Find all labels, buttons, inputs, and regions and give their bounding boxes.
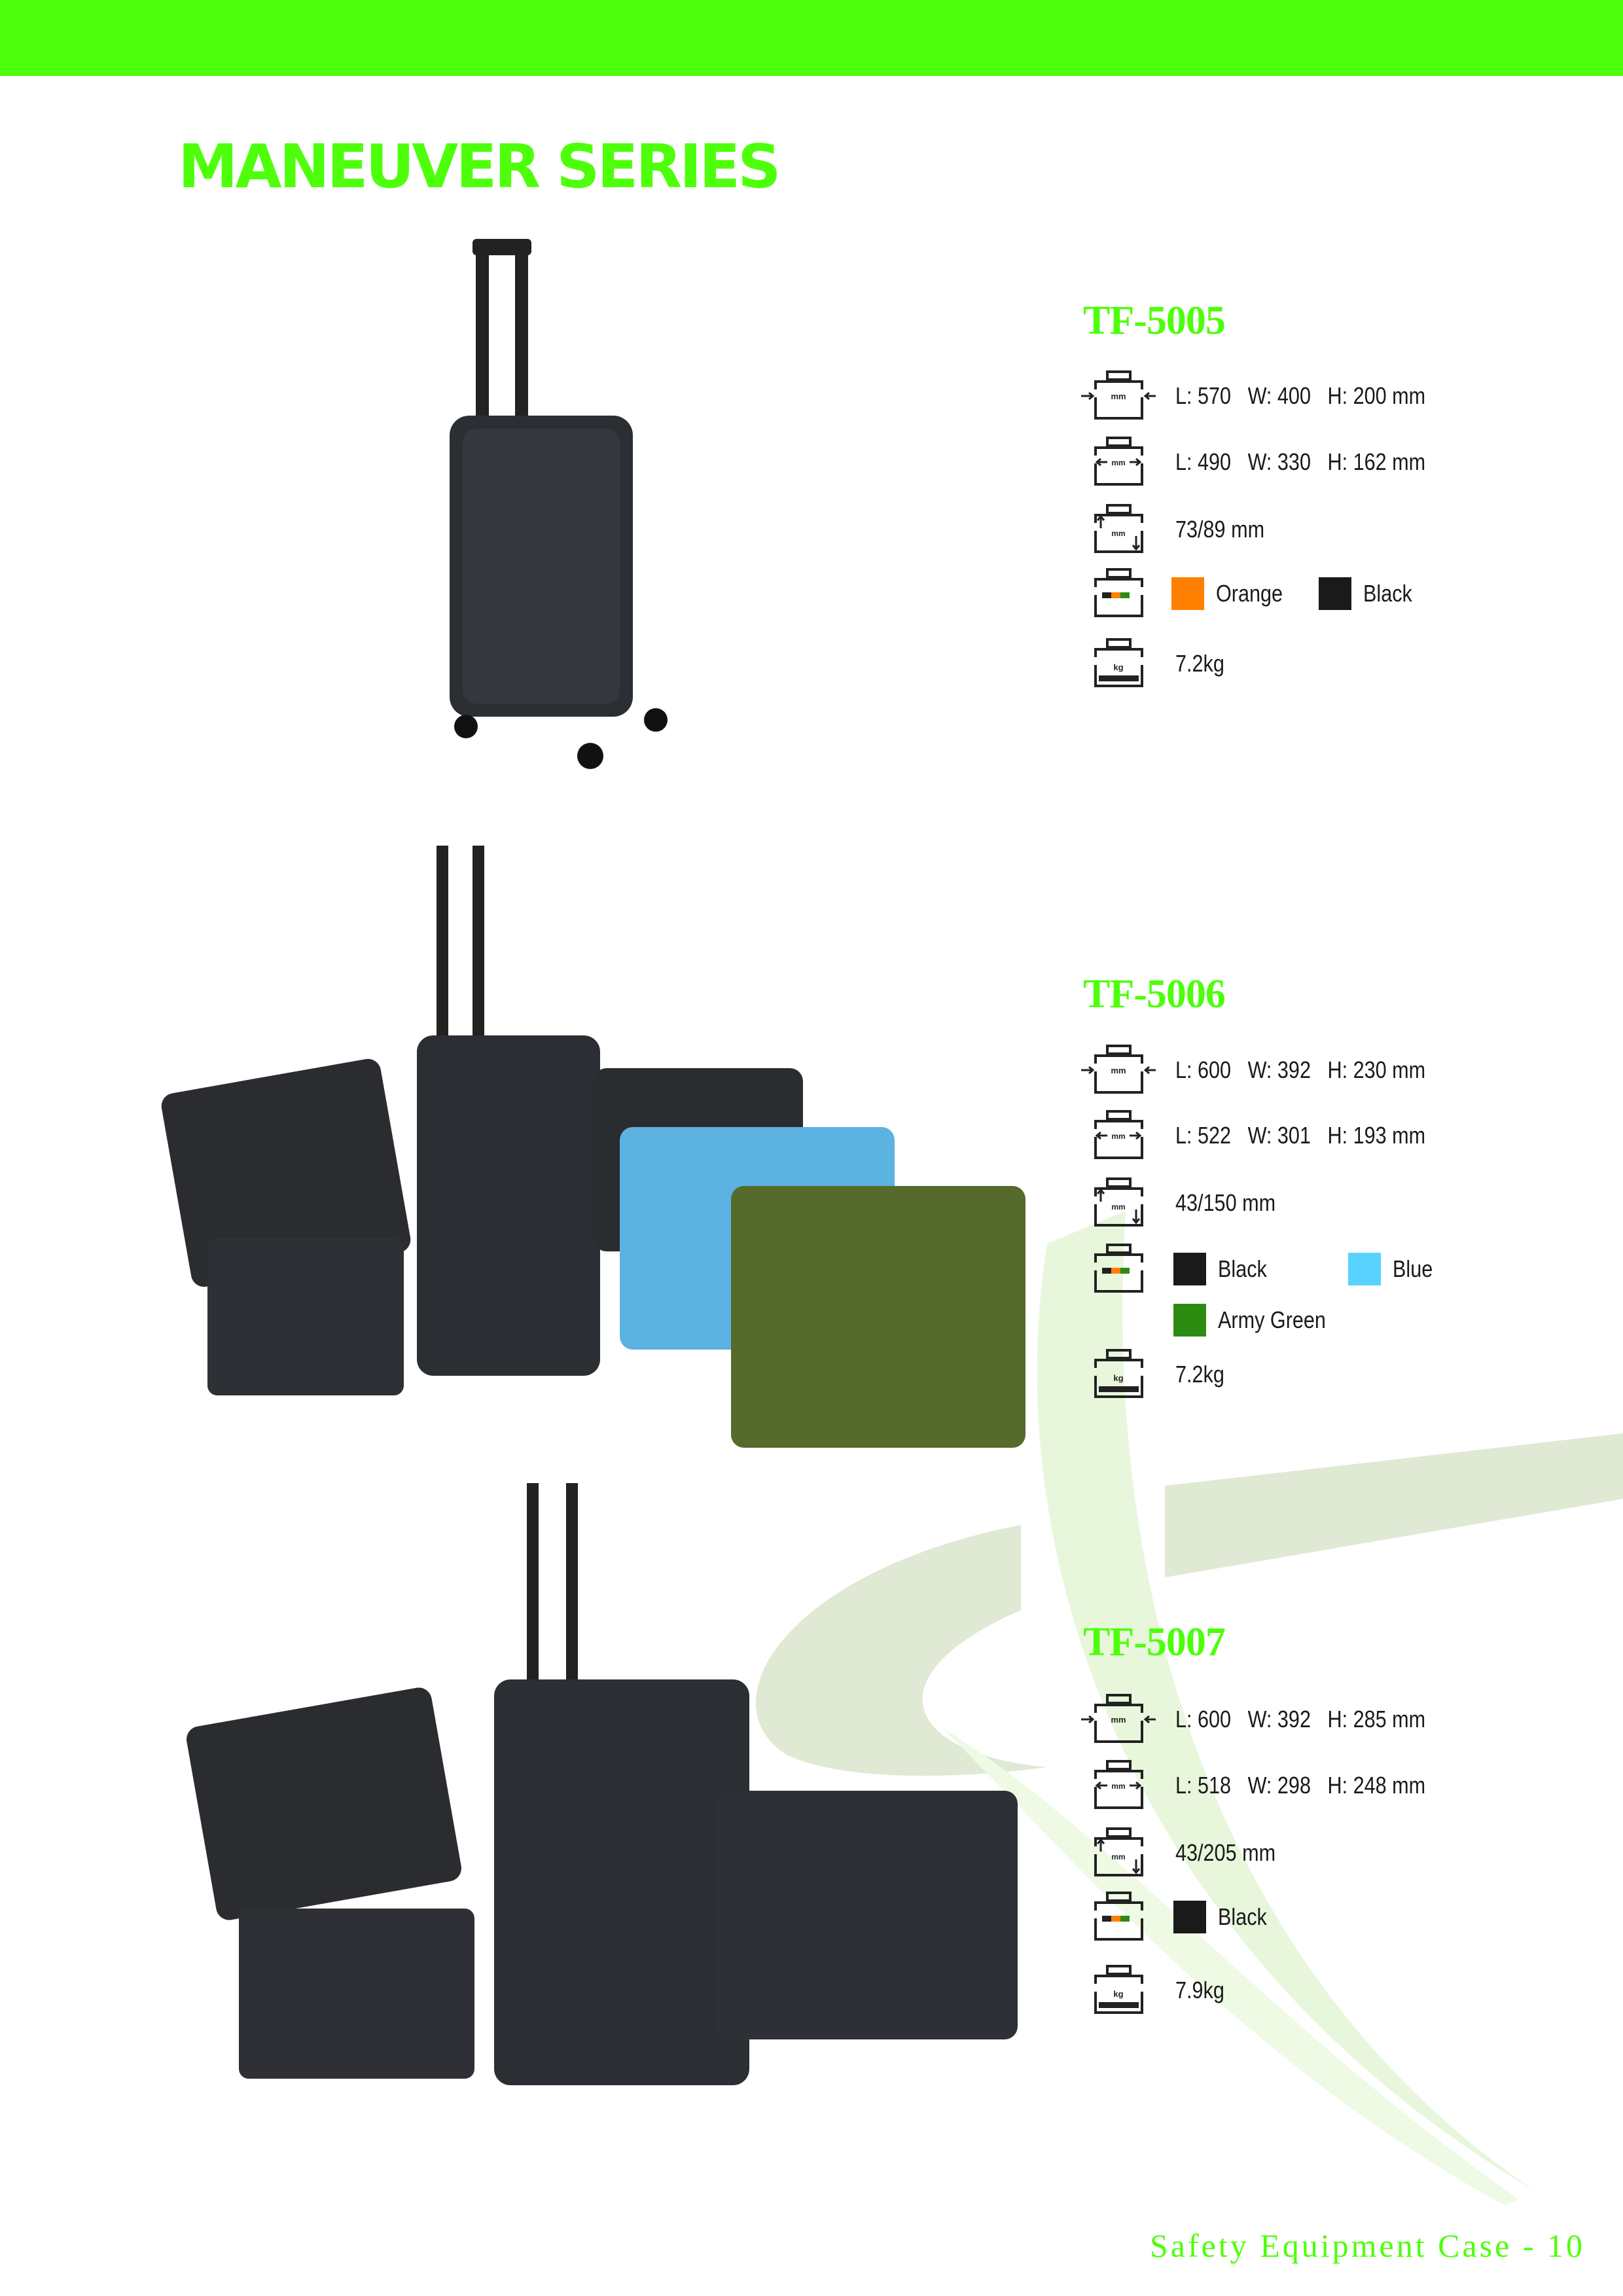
- svg-text:mm: mm: [1111, 1132, 1125, 1141]
- product-photo-tf5005: [450, 239, 668, 769]
- product-photo-tf5007: [187, 1483, 1018, 2085]
- spec-weight: 7.2kg: [1175, 1361, 1224, 1388]
- spec-depth: 43/205 mm: [1175, 1839, 1276, 1866]
- color-name: Blue: [1393, 1255, 1433, 1282]
- spec-depth: 73/89 mm: [1175, 516, 1265, 543]
- weight-icon: kg: [1080, 1348, 1143, 1401]
- spec-outer: L: 570 W: 400 H: 200 mm: [1175, 382, 1426, 409]
- product-model-title: TF-5007: [1083, 1620, 1226, 1664]
- series-title: MANEUVER SERIES: [178, 132, 781, 202]
- product-model-title: TF-5005: [1083, 298, 1226, 343]
- color-swatch: [1173, 1304, 1206, 1336]
- svg-text:mm: mm: [1111, 391, 1126, 401]
- spec-outer: L: 600 W: 392 H: 230 mm: [1175, 1056, 1426, 1083]
- color-name: Black: [1218, 1255, 1267, 1282]
- product-photo-tf5006: [161, 846, 1026, 1448]
- svg-text:mm: mm: [1111, 458, 1125, 467]
- color-swatch: [1173, 1901, 1206, 1933]
- svg-text:kg: kg: [1113, 662, 1123, 672]
- product-model-title: TF-5006: [1083, 972, 1226, 1016]
- inner-dimensions-icon: mm: [1080, 1759, 1143, 1812]
- weight-icon: kg: [1080, 637, 1143, 690]
- color-swatch: [1173, 1253, 1206, 1285]
- lid-base-depth-icon: mm: [1080, 503, 1143, 556]
- color-swatch: [1319, 577, 1351, 610]
- color-name: Army Green: [1218, 1306, 1326, 1333]
- lid-base-depth-icon: mm: [1080, 1827, 1143, 1879]
- color-name: Black: [1218, 1903, 1267, 1930]
- outer-dimensions-icon: mm: [1080, 370, 1156, 422]
- svg-text:mm: mm: [1111, 1715, 1126, 1725]
- lid-base-depth-icon: mm: [1080, 1177, 1143, 1229]
- svg-text:mm: mm: [1111, 1852, 1125, 1861]
- svg-text:kg: kg: [1113, 1989, 1123, 1999]
- spec-outer: L: 600 W: 392 H: 285 mm: [1175, 1706, 1426, 1732]
- color-swatch: [1348, 1253, 1381, 1285]
- header-bar: [0, 0, 1623, 76]
- spec-depth: 43/150 mm: [1175, 1189, 1276, 1216]
- svg-text:mm: mm: [1111, 1202, 1125, 1211]
- weight-icon: kg: [1080, 1964, 1143, 2017]
- spec-weight: 7.9kg: [1175, 1977, 1224, 2003]
- svg-text:mm: mm: [1111, 1782, 1125, 1791]
- color-swatch: [1171, 577, 1204, 610]
- spec-inner: L: 490 W: 330 H: 162 mm: [1175, 448, 1426, 475]
- outer-dimensions-icon: mm: [1080, 1044, 1156, 1096]
- spec-inner: L: 518 W: 298 H: 248 mm: [1175, 1772, 1426, 1799]
- inner-dimensions-icon: mm: [1080, 436, 1143, 488]
- page-footer: Safety Equipment Case - 10: [1150, 2227, 1585, 2264]
- svg-text:kg: kg: [1113, 1373, 1123, 1383]
- color-name: Black: [1363, 580, 1412, 607]
- color-options-icon: [1080, 1243, 1143, 1295]
- color-options-icon: [1080, 1891, 1143, 1943]
- color-options-icon: [1080, 567, 1143, 620]
- outer-dimensions-icon: mm: [1080, 1693, 1156, 1746]
- color-name: Orange: [1216, 580, 1283, 607]
- inner-dimensions-icon: mm: [1080, 1109, 1143, 1162]
- spec-weight: 7.2kg: [1175, 650, 1224, 677]
- svg-text:mm: mm: [1111, 1066, 1126, 1075]
- svg-text:mm: mm: [1111, 529, 1125, 538]
- spec-inner: L: 522 W: 301 H: 193 mm: [1175, 1122, 1426, 1149]
